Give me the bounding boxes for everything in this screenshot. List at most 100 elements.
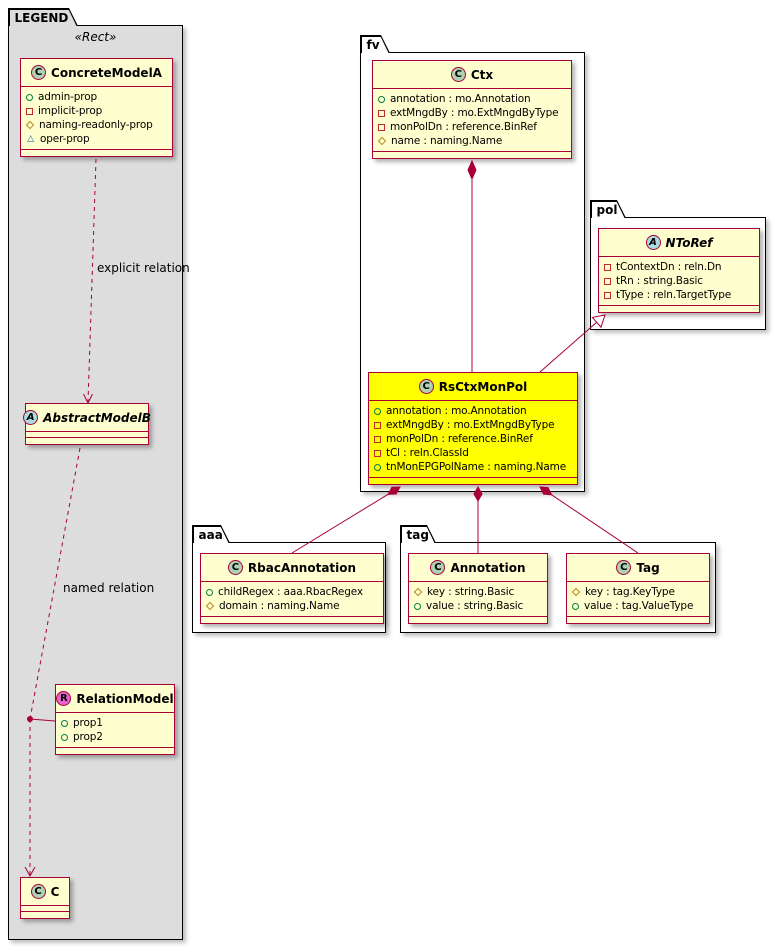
attribute-row: monPolDn : reference.BinRef: [378, 120, 566, 134]
public-visibility-icon: [374, 407, 381, 415]
class-c: C C: [20, 877, 70, 919]
class-name: RbacAnnotation: [247, 560, 357, 575]
class-name: NToRef: [665, 235, 713, 250]
public-visibility-icon: [61, 733, 68, 741]
attribute-row: extMngdBy : mo.ExtMngdByType: [378, 106, 566, 120]
legend-package-body: [8, 25, 183, 940]
fv-package-tab: fv: [360, 35, 390, 53]
class-methods-empty: [56, 748, 174, 754]
class-name: RelationModel: [76, 691, 174, 706]
relation-class-kind-icon: R: [56, 691, 72, 706]
class-kind-icon: C: [450, 67, 466, 82]
public-visibility-icon: [26, 93, 33, 101]
class-header: A NToRef: [599, 229, 759, 257]
attribute-row: tnMonEPGPolName : naming.Name: [374, 460, 572, 474]
attribute-row: domain : naming.Name: [205, 599, 378, 613]
private-visibility-icon: [26, 107, 33, 115]
class-header: C RsCtxMonPol: [369, 373, 577, 401]
private-visibility-icon: [374, 421, 381, 429]
private-visibility-icon: [604, 291, 611, 299]
class-abstractmodelb: A AbstractModelB: [23, 403, 151, 445]
attribute-row: prop1: [61, 716, 169, 730]
class-header: C Tag: [567, 554, 709, 582]
legend-package-title: LEGEND: [14, 10, 69, 25]
public-visibility-icon: [414, 602, 421, 610]
class-name: C: [50, 884, 60, 899]
private-visibility-icon: [378, 109, 385, 117]
class-header: C C: [21, 878, 69, 906]
class-rbacannotation: C RbacAnnotation childRegex : aaa.RbacRe…: [200, 553, 384, 624]
class-tag: C Tag key : tag.KeyType value : tag.Valu…: [566, 553, 710, 624]
attribute-row: prop2: [61, 730, 169, 744]
class-methods-empty: [373, 152, 571, 158]
protected-visibility-icon: [25, 120, 35, 130]
attribute-row: tCl : reln.ClassId: [374, 446, 572, 460]
class-ntoref: A NToRef tContextDn : reln.Dn tRn : stri…: [598, 228, 760, 313]
class-rsctxmonpol: C RsCtxMonPol annotation : mo.Annotation…: [368, 372, 578, 485]
class-methods-empty: [201, 617, 383, 623]
class-header: C Annotation: [409, 554, 547, 582]
attribute-row: childRegex : aaa.RbacRegex: [206, 585, 378, 599]
pol-package-title: pol: [596, 202, 618, 217]
fv-package-title: fv: [366, 37, 380, 52]
class-relationmodel: R RelationModel prop1 prop2: [55, 684, 175, 755]
class-name: RsCtxMonPol: [438, 379, 528, 394]
class-methods-empty: [21, 150, 172, 156]
class-header: R RelationModel: [56, 685, 174, 713]
protected-visibility-icon: [413, 587, 423, 597]
public-visibility-icon: [378, 95, 385, 103]
class-name: Annotation: [450, 560, 526, 575]
class-attributes-empty: [21, 906, 69, 912]
class-attributes: annotation : mo.Annotation extMngdBy : m…: [373, 89, 571, 152]
class-methods-empty: [26, 438, 148, 444]
attribute-row: annotation : mo.Annotation: [378, 92, 566, 106]
attribute-row: value : string.Basic: [414, 599, 542, 613]
class-attributes: key : string.Basic value : string.Basic: [409, 582, 547, 617]
class-attributes: childRegex : aaa.RbacRegex domain : nami…: [201, 582, 383, 617]
class-methods-empty: [567, 617, 709, 623]
attribute-row: implicit-prop: [26, 104, 167, 118]
private-visibility-icon: [374, 449, 381, 457]
class-header: C RbacAnnotation: [201, 554, 383, 582]
class-methods-empty: [21, 912, 69, 918]
public-visibility-icon: [374, 463, 381, 471]
protected-visibility-icon: [377, 136, 387, 146]
class-kind-icon: C: [418, 379, 434, 394]
attribute-row: key : tag.KeyType: [571, 585, 704, 599]
class-attributes: admin-prop implicit-prop naming-readonly…: [21, 87, 172, 150]
attribute-row: monPolDn : reference.BinRef: [374, 432, 572, 446]
class-attributes: key : tag.KeyType value : tag.ValueType: [567, 582, 709, 617]
protected-visibility-icon: [205, 601, 215, 611]
class-name: AbstractModelB: [43, 410, 151, 425]
attribute-row: annotation : mo.Annotation: [374, 404, 572, 418]
class-name: Ctx: [470, 67, 494, 82]
class-kind-icon: C: [30, 884, 46, 899]
attribute-row: extMngdBy : mo.ExtMngdByType: [374, 418, 572, 432]
class-kind-icon: C: [616, 560, 632, 575]
attribute-row: name : naming.Name: [377, 134, 566, 148]
aaa-package-tab: aaa: [192, 525, 230, 543]
tag-package-tab: tag: [400, 525, 436, 543]
protected-visibility-icon: [571, 587, 581, 597]
attribute-row: value : tag.ValueType: [572, 599, 704, 613]
private-visibility-icon: [604, 277, 611, 285]
class-attributes: annotation : mo.Annotation extMngdBy : m…: [369, 401, 577, 478]
private-visibility-icon: [374, 435, 381, 443]
class-methods-empty: [409, 617, 547, 623]
aaa-package-title: aaa: [198, 527, 223, 542]
class-methods-empty: [599, 306, 759, 312]
abstract-class-kind-icon: A: [645, 235, 661, 250]
attribute-row: naming-readonly-prop: [25, 118, 167, 132]
attribute-row: oper-prop: [26, 132, 167, 146]
class-attributes-empty: [26, 432, 148, 438]
class-ctx: C Ctx annotation : mo.Annotation extMngd…: [372, 60, 572, 159]
package-visibility-icon: [26, 134, 35, 144]
class-header: C ConcreteModelA: [21, 59, 172, 87]
class-attributes: prop1 prop2: [56, 713, 174, 748]
edge-label-explicit-relation: explicit relation: [97, 261, 190, 275]
public-visibility-icon: [572, 602, 579, 610]
class-name: ConcreteModelA: [51, 65, 162, 80]
class-name: Tag: [636, 560, 660, 575]
class-header: A AbstractModelB: [23, 404, 151, 432]
